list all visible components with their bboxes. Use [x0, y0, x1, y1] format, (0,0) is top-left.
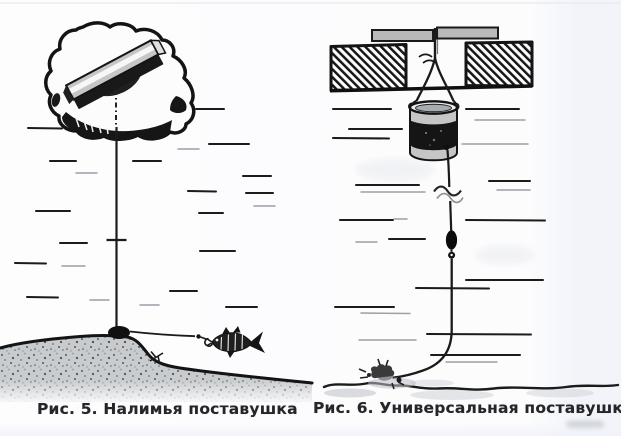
river-bottom-right	[322, 379, 620, 400]
fish-mouth	[206, 337, 213, 347]
can-rim-inner	[415, 103, 452, 113]
line-tie-nub	[443, 144, 450, 151]
line-middle	[449, 200, 453, 231]
mound-shadow-left	[51, 93, 61, 107]
fish-tail	[249, 331, 265, 353]
ice-block-right	[464, 40, 534, 88]
water-soft-shading	[355, 158, 535, 265]
swivel	[196, 334, 201, 339]
leader-line	[129, 330, 196, 338]
fish-ventral-fin	[227, 351, 235, 358]
ice-block-left	[329, 43, 408, 92]
figure-6-universal-set-line	[322, 26, 620, 400]
band-texture	[75, 117, 109, 135]
bottom-sinker	[108, 326, 130, 339]
olive-sinker	[445, 230, 458, 250]
water-dashes-left	[14, 108, 276, 308]
fish-body	[211, 332, 253, 353]
hooked-bait	[358, 358, 416, 390]
hook	[204, 337, 214, 347]
snag-twig	[149, 350, 164, 364]
line-break-mark	[433, 185, 464, 204]
river-bottom-left	[0, 333, 314, 402]
can-line-spool	[408, 100, 459, 162]
bait-legs	[358, 358, 405, 390]
page-bottom-tint	[0, 422, 621, 436]
mound-shadow-band	[62, 112, 172, 140]
figure-5-caption: Рис. 5. Налимья поставушка	[37, 400, 298, 418]
figure-6-caption: Рис. 6. Универсальная поставушка	[313, 399, 621, 417]
bait-fish	[204, 326, 265, 358]
fish-eye	[215, 338, 219, 342]
ice-hole-top-view	[44, 21, 196, 141]
ice-underside-line	[329, 84, 533, 93]
scan-edge-artifact	[0, 2, 621, 4]
figure-5-burbot-set-line	[0, 21, 314, 402]
bottom-wavy-line	[322, 381, 620, 391]
mound-shadow-right	[170, 96, 187, 113]
band-glints	[425, 130, 442, 146]
line-lower	[392, 258, 453, 379]
ground-outline	[0, 333, 314, 385]
snell	[200, 336, 207, 340]
ice-cross-section	[329, 40, 534, 93]
ground-fill	[0, 335, 312, 402]
wound-line-band	[410, 120, 457, 151]
line-upper	[446, 149, 451, 188]
stick-across-hole	[63, 38, 167, 109]
fish-stripes	[220, 333, 244, 352]
fish-dorsal-fins	[222, 326, 241, 335]
bead-hole	[450, 253, 453, 257]
